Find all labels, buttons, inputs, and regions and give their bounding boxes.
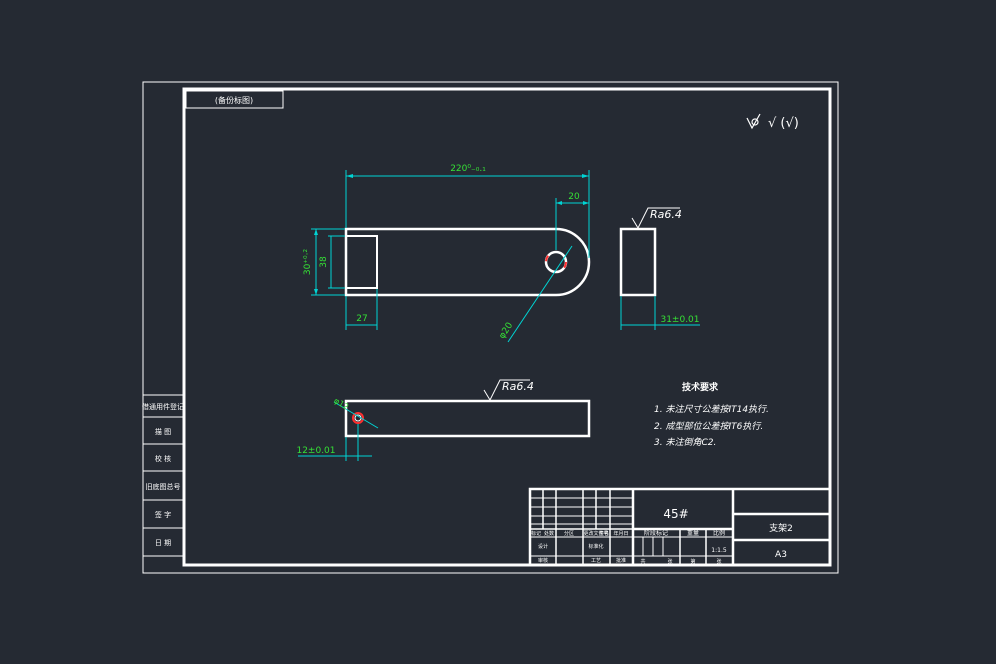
side-block-dimension-lines — [620, 296, 700, 330]
front-view-hole — [352, 412, 364, 424]
bottom-label-sheet: 张 — [716, 558, 721, 565]
row-label-count: 处数 — [544, 530, 554, 537]
corner-label-box — [185, 90, 284, 109]
roughness-side-label: Ra6.4 — [502, 380, 534, 393]
general-roughness-symbol — [746, 113, 761, 130]
row-label-date: 年月日 — [613, 530, 628, 537]
roughness-top-label: Ra6.4 — [650, 208, 682, 221]
dim-hole-offset: 20 — [568, 192, 580, 202]
dim-hole-dia: φ20 — [497, 321, 515, 341]
dim-length-total: 220⁰₋₀.₁ — [450, 164, 486, 174]
roughness-symbol-top — [631, 207, 680, 230]
role-label-process: 工艺 — [591, 558, 601, 564]
dim-slot-depth: 27 — [356, 314, 367, 324]
scale-label: 1:1.5 — [711, 547, 727, 554]
row-label-signature: 签名 — [599, 530, 609, 537]
left-column-label-6: 日 期 — [155, 539, 171, 547]
part-name-label: 支架2 — [769, 522, 793, 534]
top-view-dimension-lines — [311, 170, 590, 343]
part-top-view — [344, 227, 591, 297]
front-view-dimension-lines — [298, 401, 379, 461]
mounting-hole — [544, 250, 568, 274]
role-label-review: 审核 — [538, 557, 548, 564]
role-label-design: 设计 — [538, 543, 548, 550]
dim-side-offset: 12±0.01 — [296, 446, 335, 456]
bottom-label-total: 共 — [640, 558, 645, 565]
left-registration-column — [143, 394, 184, 557]
roughness-symbol-side — [483, 379, 530, 402]
tech-requirement-2: 2. 成型部位公差按IT6执行. — [654, 421, 763, 432]
dim-width-inner: 38 — [319, 256, 329, 268]
tech-requirement-1: 1. 未注尺寸公差按IT14执行. — [654, 404, 769, 415]
top-view-arrowheads — [314, 174, 589, 295]
corner-label: (备份标图) — [215, 95, 253, 105]
left-column-label-1: 借通用件登记 — [142, 402, 184, 411]
row-label-change-doc: 更改文件号 — [583, 530, 608, 537]
dim-width-outer: 30⁺⁰·² — [303, 248, 313, 275]
mounting-hole-accent — [545, 251, 567, 273]
role-label-approve: 批准 — [616, 557, 626, 564]
tech-requirement-3: 3. 未注倒角C2. — [654, 437, 716, 448]
general-roughness-text: √ (√) — [768, 116, 799, 131]
material-label: 45# — [663, 507, 688, 521]
sheet-size-label: A3 — [775, 550, 787, 560]
part-side-block — [619, 227, 657, 297]
dim-thickness: 31±0.01 — [660, 315, 699, 325]
stage-label-mark: 阶段标记 — [644, 529, 668, 537]
role-label-standard: 标准化 — [588, 543, 603, 550]
part-front-view — [344, 399, 591, 438]
bottom-label-sheets: 张 — [667, 558, 672, 565]
bottom-label-no: 第 — [690, 558, 695, 565]
outer-sheet-frame — [142, 81, 839, 574]
inner-drawing-frame — [182, 87, 832, 567]
left-column-label-4: 旧底图总号 — [146, 482, 181, 491]
left-column-label-5: 签 字 — [155, 510, 171, 519]
row-label-zone: 分区 — [564, 530, 574, 537]
left-column-label-2: 描 图 — [155, 427, 171, 436]
left-column-label-3: 校 核 — [155, 454, 171, 463]
stage-label-scale: 比例 — [713, 529, 725, 537]
tech-requirements-title: 技术要求 — [682, 381, 719, 393]
stage-label-weight: 重量 — [687, 529, 699, 537]
title-block — [528, 487, 832, 567]
dim-side-hole: φ12 — [332, 396, 350, 412]
row-label-mark: 标记 — [531, 530, 541, 537]
